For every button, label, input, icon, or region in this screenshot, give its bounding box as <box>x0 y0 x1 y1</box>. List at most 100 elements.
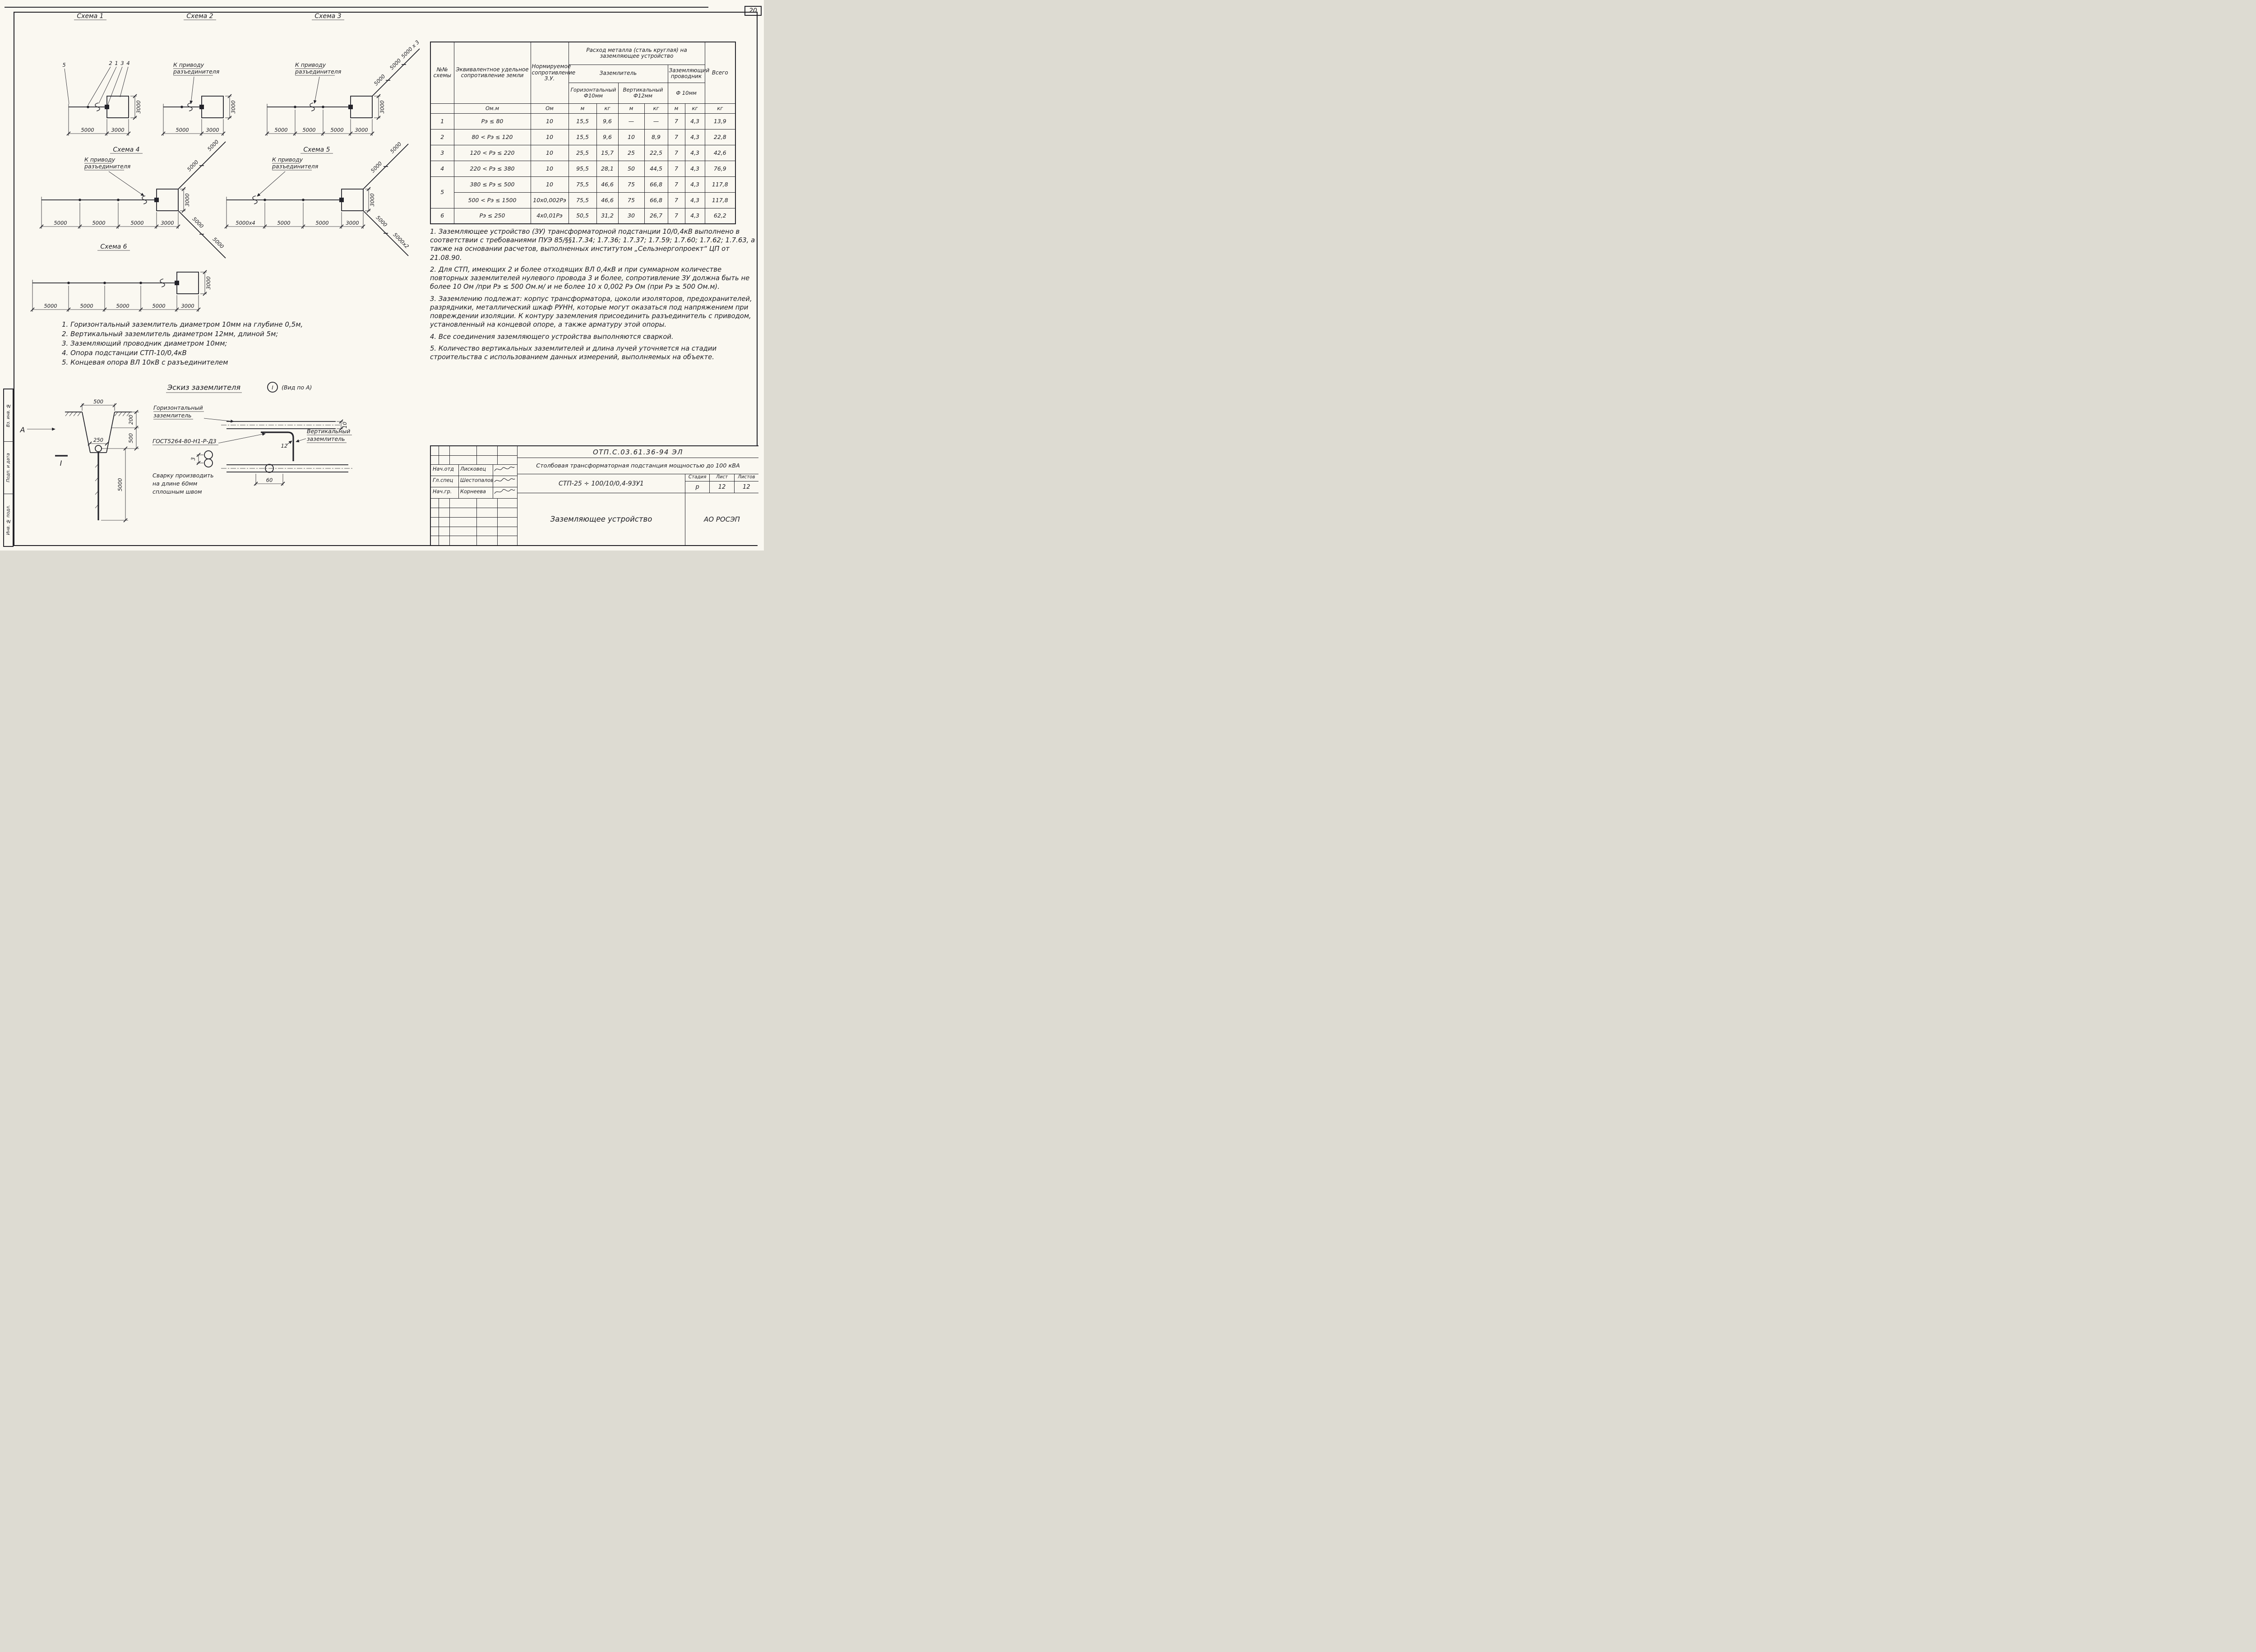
cell: 3 <box>430 144 454 161</box>
col-header-f10: Ф 10мм <box>667 82 705 104</box>
col-header-electrode: Заземлитель <box>568 64 668 83</box>
note-5: 5. Количество вертикальных заземлителей … <box>430 344 717 361</box>
weld-note: Сварку производить <box>153 472 214 479</box>
note-2: 2. Для СТП, имеющих 2 и более отходящих … <box>430 265 750 291</box>
ray-down: 5000 5000 <box>178 210 226 259</box>
dim-label: 3000 <box>346 220 359 226</box>
dimensions: 5000 5000 5000 5000 3000 3000 <box>30 270 212 312</box>
dim-label: 250 <box>93 437 103 443</box>
edge-cell-inv: Инв. № подл. <box>6 505 11 535</box>
cell: 7 <box>667 176 685 193</box>
sheet-value: 12 <box>710 481 735 493</box>
dim-label: 5000x4 <box>236 220 255 226</box>
dim-label: 5000 <box>206 139 220 153</box>
dim-label: 5000 <box>54 220 67 226</box>
scheme-4: Схема 4 К приводу разъединителя <box>39 139 226 259</box>
callout: 5 <box>62 62 65 68</box>
dim-label: 3000 <box>206 127 219 133</box>
legend-item: 3. Заземляющий проводник диаметром 10мм; <box>62 339 227 347</box>
dim-label: 3000 <box>161 220 174 226</box>
col-header-conductor: Заземляющий проводник <box>667 64 709 83</box>
dimensions: 5000 3000 3000 <box>66 94 142 136</box>
dim-label: 3 <box>190 457 196 460</box>
cell: 380 ≤ Рэ ≤ 500 <box>453 176 531 193</box>
dim-label: 5000 <box>81 127 94 133</box>
sheet-label: Лист <box>710 474 735 481</box>
title-block-grid: Нач.отд Лисковец Гл.спец Шестопалов Нач.… <box>431 446 518 546</box>
section-arrow-label: А <box>20 426 25 434</box>
vertical-electrode-label: Вертикальный <box>307 428 350 435</box>
metal-consumption-table: №№ схемы Эквивалентное удельное сопротив… <box>430 42 736 224</box>
cell: 9,6 <box>596 113 619 130</box>
dim-label: 5000 <box>389 141 403 155</box>
cell: 2 <box>430 129 454 145</box>
scheme-6: Схема 6 5000 <box>30 243 212 312</box>
dim-label: 5000 <box>277 220 290 226</box>
unit: м <box>667 103 685 114</box>
dim-label: 12 <box>281 443 288 449</box>
cell: 28,1 <box>596 160 619 177</box>
horizontal-electrode-label: заземлитель <box>153 412 192 419</box>
trench-section: 500 250 200 500 5000 А <box>20 398 139 523</box>
sheets-value: 12 <box>743 484 750 491</box>
dim-label: 5000 <box>315 220 328 226</box>
unit: м <box>568 103 597 114</box>
dim-label: 5000x2 <box>392 231 411 250</box>
cell: 66,8 <box>644 192 668 208</box>
dim-label: 3000 <box>369 193 375 206</box>
organization: АО РОСЭП <box>704 515 740 523</box>
dim-label: 5000 <box>92 220 105 226</box>
cell: 31,2 <box>596 208 619 224</box>
stamp-empty-row <box>431 446 517 456</box>
cell: 15,5 <box>568 129 597 145</box>
cell: 220 < Рэ ≤ 380 <box>453 160 531 177</box>
cell: 75 <box>618 192 645 208</box>
cell: 10 <box>530 176 569 193</box>
cell: 4,3 <box>684 129 705 145</box>
edge-cell-sign: Подп. и дата <box>4 442 13 494</box>
stamp-role-row: Нач.гр. Корнеева <box>431 487 517 499</box>
cell: 10 <box>530 129 569 145</box>
cell: 46,6 <box>596 176 619 193</box>
stage-label: Стадия <box>685 474 710 481</box>
cell: 117,8 <box>704 176 736 193</box>
note-3: 3. Заземлению подлежат: корпус трансформ… <box>430 295 752 329</box>
section-mark: I <box>60 459 62 467</box>
dim-label: 3000 <box>181 303 194 309</box>
cell: 10 <box>530 113 569 130</box>
dim-label: 10 <box>342 422 348 429</box>
cell: 4x0,01Рэ <box>530 208 569 224</box>
units-row: Ом.м Ом м кг м кг м кг кг <box>430 103 736 114</box>
cell: 4,3 <box>684 208 705 224</box>
cell: 9,6 <box>596 129 619 145</box>
dimensions: 5000 5000 5000 3000 3000 <box>39 187 190 229</box>
dim-label: 5000 <box>116 303 129 309</box>
note-1: 1. Заземляющее устройство (ЗУ) трансформ… <box>430 228 755 262</box>
stamp-empty-row <box>431 536 517 546</box>
dim-label: 5000 <box>44 303 57 309</box>
cell: 7 <box>667 113 685 130</box>
grounding-sketch: Эскиз заземлителя I (Вид по А) <box>20 382 353 523</box>
cell: 62,2 <box>704 208 736 224</box>
cell: 4,3 <box>684 160 705 177</box>
dim-label: 3000 <box>184 193 190 206</box>
object-name: Столбовая трансформаторная подстанция мо… <box>518 458 758 474</box>
cell: 22,5 <box>644 144 668 161</box>
dim-label: 5000 <box>212 236 226 250</box>
col-header-resistivity: Эквивалентное удельное сопротивление зем… <box>453 42 531 104</box>
col-header-metal: Расход металла (сталь круглая) на заземл… <box>568 42 705 65</box>
cell: 46,6 <box>596 192 619 208</box>
drawing-title: Заземляющее устройство <box>518 493 685 545</box>
dim-label: 5000 <box>191 216 205 230</box>
cell: 7 <box>667 129 685 145</box>
dim-label: 5000 <box>186 159 200 173</box>
ray-up: 5000 5000 <box>178 139 226 190</box>
dim-label: 200 <box>128 415 134 425</box>
cell: — <box>644 113 668 130</box>
dim-label: 500 <box>93 398 103 405</box>
dimensions: 5000 5000 5000 3000 3000 <box>265 94 385 136</box>
cell <box>430 103 454 114</box>
cell: 7 <box>667 192 685 208</box>
